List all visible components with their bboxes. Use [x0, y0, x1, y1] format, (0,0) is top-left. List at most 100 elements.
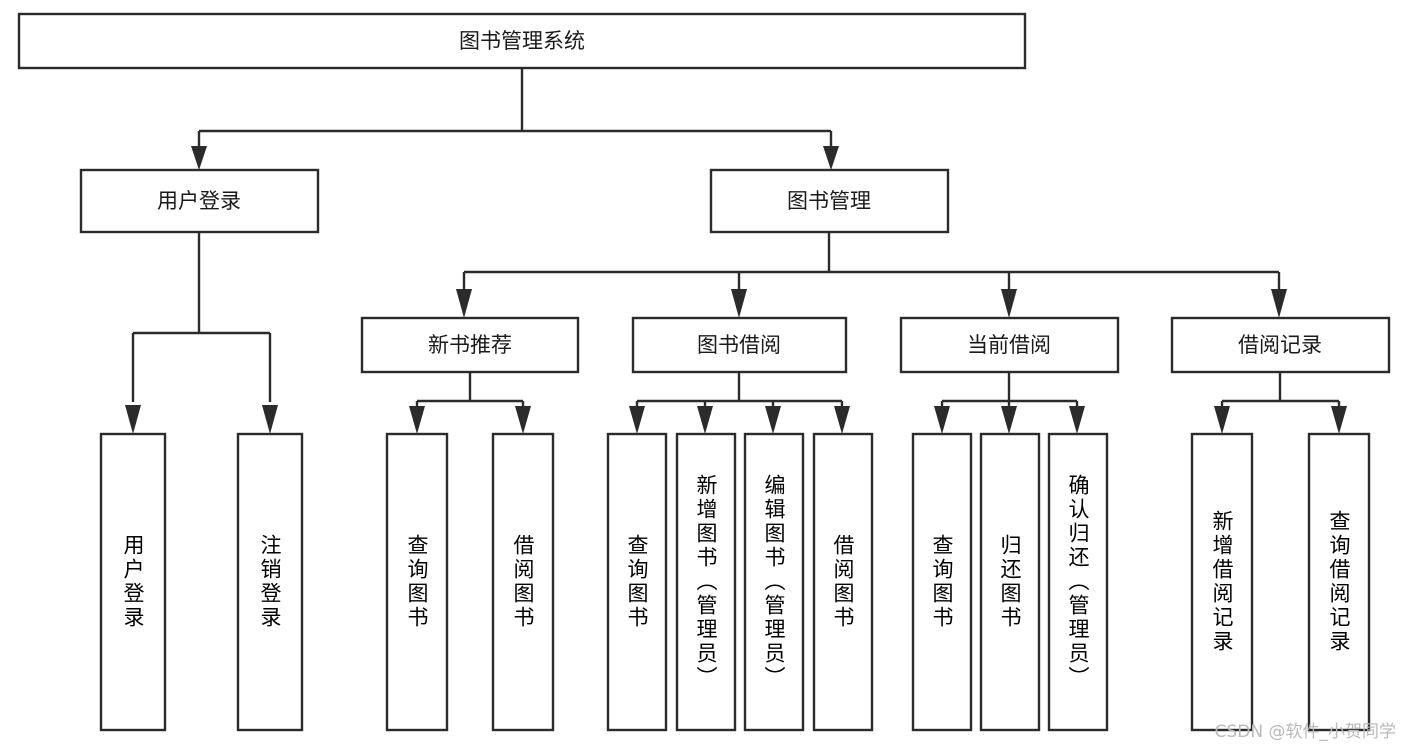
- arrow-root-to-book-mgmt: [823, 146, 839, 170]
- connector-borrow-record-to-leaves: [1220, 372, 1341, 412]
- node-leaf-borrow-book-2-label: 借阅图书: [831, 534, 855, 630]
- node-leaf-user-logout-box[interactable]: [236, 432, 304, 732]
- node-user-login[interactable]: 用户登录: [79, 168, 320, 234]
- node-leaf-query-book-3[interactable]: 查询图书: [911, 432, 973, 732]
- node-leaf-query-record-label-wrap: 查询借阅记录: [1327, 510, 1351, 654]
- node-borrow-record-label: 借阅记录: [1238, 333, 1322, 357]
- node-leaf-add-book-label: 新增图书（管理员）: [694, 474, 718, 690]
- connector-book-mgmt-to-level3: [462, 232, 1281, 293]
- node-leaf-query-book-3-label: 查询图书: [930, 534, 954, 630]
- connector-user-login-to-leaves: [131, 232, 272, 402]
- arrow-book-borrow-leaf-3: [765, 406, 781, 434]
- node-current-borrow-box[interactable]: [899, 316, 1120, 374]
- node-leaf-edit-book-label-wrap: 编辑图书（管理员）: [762, 474, 786, 690]
- node-leaf-query-book-2-label: 查询图书: [625, 534, 649, 630]
- node-book-borrow[interactable]: 图书借阅: [631, 316, 848, 374]
- node-leaf-query-record-label: 查询借阅记录: [1327, 510, 1351, 654]
- node-leaf-return-book-label: 归还图书: [998, 534, 1022, 630]
- node-current-borrow[interactable]: 当前借阅: [899, 316, 1120, 374]
- node-leaf-query-book-2-label-wrap: 查询图书: [625, 534, 649, 630]
- node-book-mgmt[interactable]: 图书管理: [709, 168, 950, 234]
- watermark: CSDN @软件_小贺同学: [1215, 722, 1396, 742]
- arrow-current-borrow-leaf-1: [934, 406, 950, 434]
- node-root-label: 图书管理系统: [459, 29, 585, 53]
- node-leaf-query-book-2-box[interactable]: [606, 432, 668, 732]
- node-leaf-add-record[interactable]: 新增借阅记录: [1190, 432, 1254, 732]
- node-leaf-query-book-3-box[interactable]: [911, 432, 973, 732]
- arrow-book-borrow-leaf-2: [697, 406, 713, 434]
- node-leaf-query-book-1[interactable]: 查询图书: [385, 432, 449, 732]
- connector-layer: [125, 68, 1347, 434]
- node-leaf-user-login-label: 用户登录: [121, 534, 145, 630]
- node-borrow-record[interactable]: 借阅记录: [1170, 316, 1391, 374]
- node-leaf-borrow-book-1-box[interactable]: [491, 432, 555, 732]
- node-leaf-confirm-return[interactable]: 确认归还（管理员）: [1047, 432, 1109, 732]
- node-leaf-edit-book-box[interactable]: [743, 432, 805, 732]
- arrow-book-borrow-leaf-4: [834, 406, 850, 434]
- node-leaf-add-book[interactable]: 新增图书（管理员）: [675, 432, 737, 732]
- node-book-mgmt-label: 图书管理: [787, 189, 871, 213]
- node-book-borrow-box[interactable]: [631, 316, 848, 374]
- arrow-user-login-leaf-2: [262, 405, 278, 434]
- node-leaf-borrow-book-2[interactable]: 借阅图书: [812, 432, 874, 732]
- node-leaf-edit-book-label: 编辑图书（管理员）: [762, 474, 786, 690]
- node-leaf-return-book[interactable]: 归还图书: [979, 432, 1041, 732]
- node-leaf-borrow-book-2-label-wrap: 借阅图书: [831, 534, 855, 630]
- node-leaf-user-login[interactable]: 用户登录: [99, 432, 167, 732]
- node-leaf-add-book-box[interactable]: [675, 432, 737, 732]
- node-leaf-user-logout[interactable]: 注销登录: [236, 432, 304, 732]
- arrow-new-book-rec-leaf-1: [409, 406, 425, 434]
- arrow-borrow-record-leaf-2: [1331, 406, 1347, 434]
- arrow-to-book-borrow: [731, 289, 747, 318]
- node-leaf-confirm-return-label: 确认归还（管理员）: [1066, 474, 1090, 690]
- node-leaf-query-record[interactable]: 查询借阅记录: [1307, 432, 1371, 732]
- node-root-box[interactable]: [17, 12, 1027, 70]
- node-book-borrow-label: 图书借阅: [697, 333, 781, 357]
- node-leaf-borrow-book-1[interactable]: 借阅图书: [491, 432, 555, 732]
- node-leaf-query-record-box[interactable]: [1307, 432, 1371, 732]
- node-new-book-rec[interactable]: 新书推荐: [360, 316, 580, 374]
- node-leaf-confirm-return-box[interactable]: [1047, 432, 1109, 732]
- node-leaf-borrow-book-1-label: 借阅图书: [511, 534, 535, 630]
- node-leaf-add-record-box[interactable]: [1190, 432, 1254, 732]
- node-leaf-add-record-label-wrap: 新增借阅记录: [1210, 510, 1234, 654]
- arrow-current-borrow-leaf-2: [1001, 406, 1017, 434]
- node-leaf-confirm-return-label-wrap: 确认归还（管理员）: [1066, 474, 1090, 690]
- node-user-login-label: 用户登录: [157, 189, 241, 213]
- node-leaf-add-book-label-wrap: 新增图书（管理员）: [694, 474, 718, 690]
- node-leaf-query-book-1-label: 查询图书: [405, 534, 429, 630]
- node-user-login-box[interactable]: [79, 168, 320, 234]
- node-current-borrow-label: 当前借阅: [967, 333, 1051, 357]
- connector-book-borrow-to-leaves: [635, 372, 844, 412]
- arrow-book-borrow-leaf-1: [629, 406, 645, 434]
- node-leaf-return-book-label-wrap: 归还图书: [998, 534, 1022, 630]
- node-leaf-user-logout-label: 注销登录: [258, 534, 282, 630]
- node-leaf-user-logout-label-wrap: 注销登录: [258, 534, 282, 630]
- node-leaf-query-book-3-label-wrap: 查询图书: [930, 534, 954, 630]
- arrow-to-new-book-rec: [456, 289, 472, 318]
- arrow-borrow-record-leaf-1: [1214, 406, 1230, 434]
- arrow-root-to-user-login: [191, 146, 207, 170]
- arrow-current-borrow-leaf-3: [1069, 406, 1085, 434]
- node-leaf-query-book-2[interactable]: 查询图书: [606, 432, 668, 732]
- node-leaf-user-login-box[interactable]: [99, 432, 167, 732]
- node-leaf-add-record-label: 新增借阅记录: [1210, 510, 1234, 654]
- connector-new-book-rec-to-leaves: [415, 372, 525, 412]
- node-root[interactable]: 图书管理系统: [17, 12, 1027, 70]
- node-leaf-edit-book[interactable]: 编辑图书（管理员）: [743, 432, 805, 732]
- node-leaf-borrow-book-2-box[interactable]: [812, 432, 874, 732]
- arrow-to-borrow-record: [1271, 289, 1287, 318]
- arrow-to-current-borrow: [1001, 289, 1017, 318]
- connector-root-to-level2: [197, 68, 833, 152]
- node-leaf-query-book-1-label-wrap: 查询图书: [405, 534, 429, 630]
- node-new-book-rec-box[interactable]: [360, 316, 580, 374]
- node-leaf-return-book-box[interactable]: [979, 432, 1041, 732]
- arrow-new-book-rec-leaf-2: [515, 406, 531, 434]
- node-book-mgmt-box[interactable]: [709, 168, 950, 234]
- node-leaf-borrow-book-1-label-wrap: 借阅图书: [511, 534, 535, 630]
- node-leaf-query-book-1-box[interactable]: [385, 432, 449, 732]
- node-leaf-user-login-label-wrap: 用户登录: [121, 534, 145, 630]
- node-borrow-record-box[interactable]: [1170, 316, 1391, 374]
